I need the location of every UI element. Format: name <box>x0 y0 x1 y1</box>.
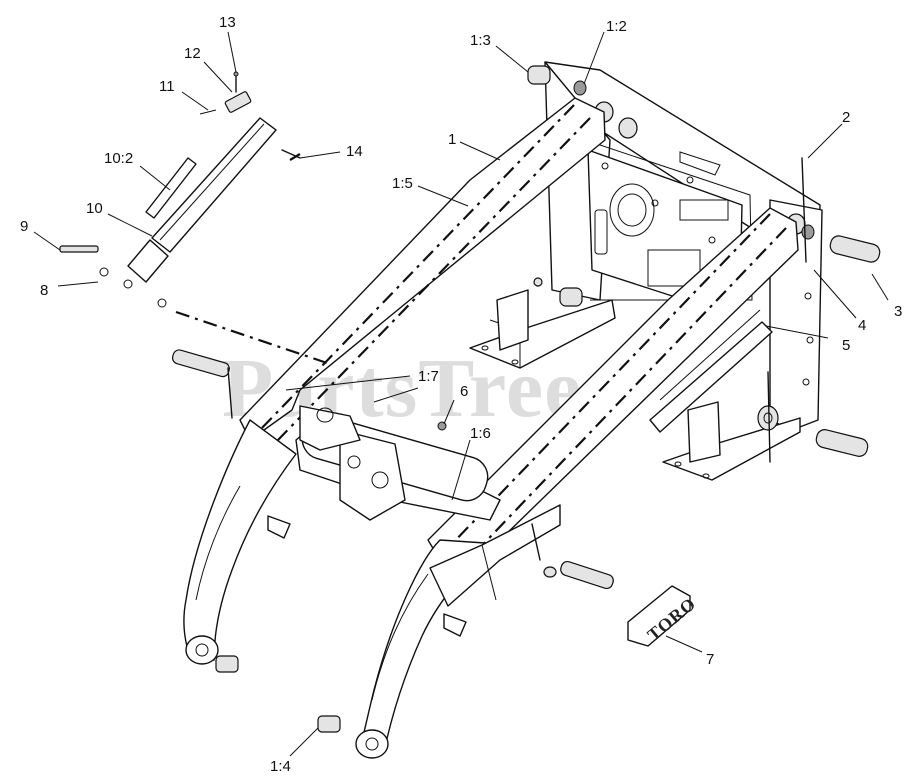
leader-lines <box>33 31 889 757</box>
callout-6: 6 <box>460 383 468 400</box>
bar-10-2 <box>145 157 197 219</box>
fasteners <box>227 277 557 578</box>
callout-10: 10 <box>86 200 103 217</box>
callout-1-4: 1:4 <box>270 758 291 775</box>
pivot-pin-right <box>560 560 614 590</box>
callout-14: 14 <box>346 143 363 160</box>
callout-10-2: 10:2 <box>104 150 133 167</box>
screw-14 <box>281 149 301 159</box>
callout-9: 9 <box>20 218 28 235</box>
lift-cylinder <box>295 405 501 521</box>
toro-plate: TORO <box>627 585 700 647</box>
pin-3-lower <box>815 429 869 457</box>
callout-12: 12 <box>184 45 201 62</box>
callout-1: 1 <box>448 131 456 148</box>
left-loader-arm <box>183 97 606 673</box>
callout-labels: 13 12 11 10:2 10 9 8 14 1:3 1:2 1 1:5 2 … <box>20 14 902 775</box>
callout-8: 8 <box>40 282 48 299</box>
callout-2: 2 <box>842 109 850 126</box>
right-loader-arm <box>317 207 799 759</box>
callout-13: 13 <box>219 14 236 31</box>
latch-lever-assembly <box>59 71 331 366</box>
callout-7: 7 <box>706 651 714 668</box>
callout-1-6: 1:6 <box>470 425 491 442</box>
callout-1-3: 1:3 <box>470 32 491 49</box>
pin-3-upper <box>829 235 881 263</box>
callout-4: 4 <box>858 317 866 334</box>
pivot-bushings <box>171 65 881 590</box>
bushing-1-3 <box>527 65 551 85</box>
bolt-9 <box>59 245 99 253</box>
rod-5 <box>649 309 773 433</box>
callout-3: 3 <box>894 303 902 320</box>
callout-1-5: 1:5 <box>392 175 413 192</box>
mount-plate-assembly <box>469 61 823 481</box>
clip-12 <box>224 91 252 113</box>
callout-11: 11 <box>159 78 175 95</box>
callout-1-7: 1:7 <box>418 368 439 385</box>
callout-5: 5 <box>842 337 850 354</box>
pin-11 <box>199 109 217 115</box>
callout-1-2: 1:2 <box>606 18 627 35</box>
